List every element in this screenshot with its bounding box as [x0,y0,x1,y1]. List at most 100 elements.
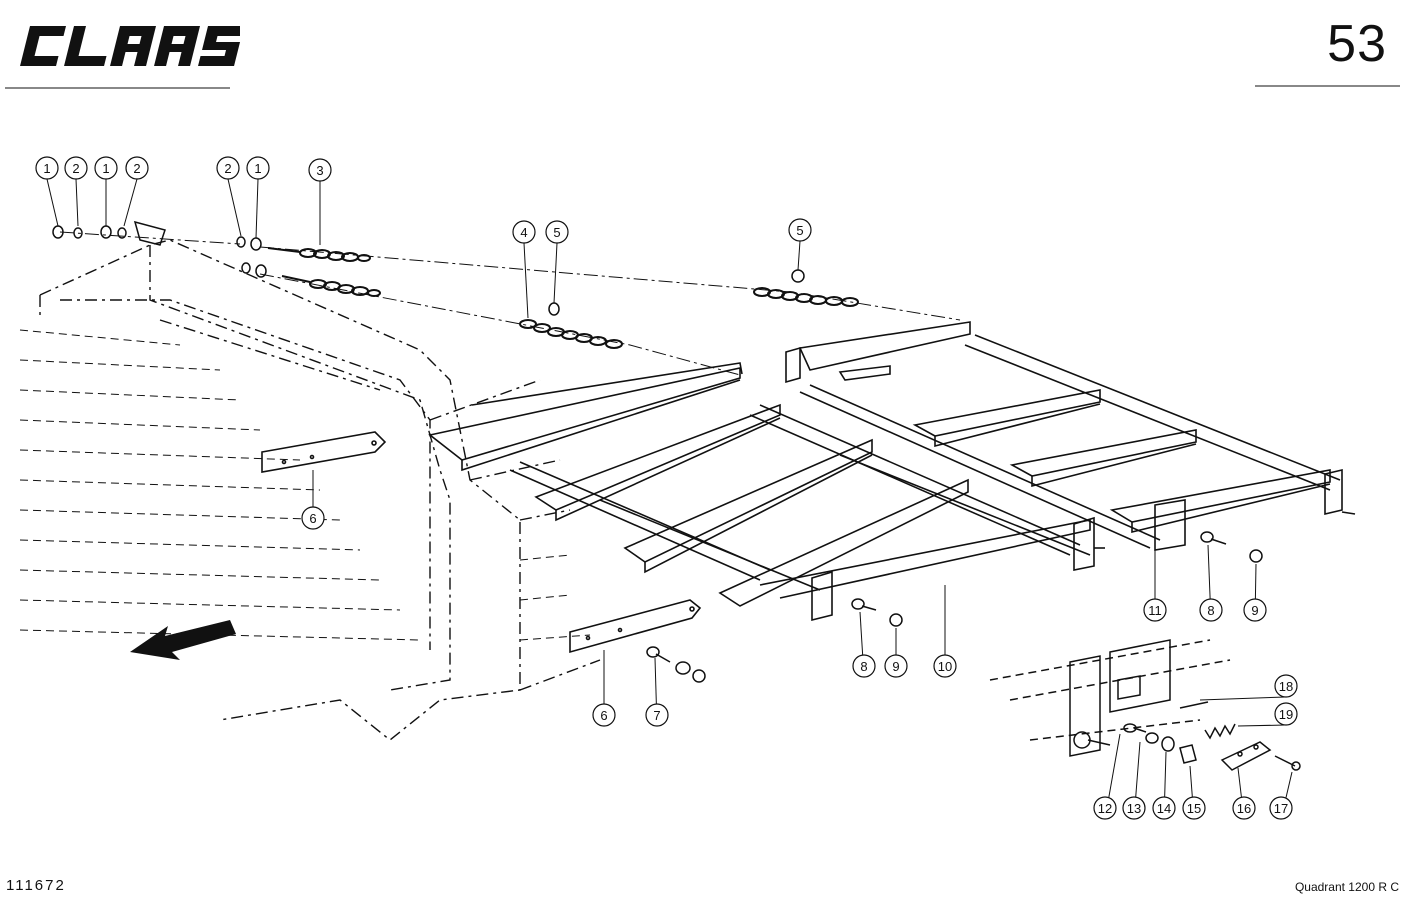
callout-circle [1152,796,1176,820]
callout-label: 1 [43,161,50,176]
callout-label: 5 [553,225,560,240]
baler-frame-outline [39,239,601,741]
callout-label: 18 [1279,679,1293,694]
callout-circle [884,654,908,678]
chain-4 [519,319,623,349]
callout-label: 16 [1237,801,1251,816]
callout-circle [308,158,332,182]
callout-label: 12 [1098,801,1112,816]
callout-circle [933,654,957,678]
callout-circle [125,156,149,180]
callout-circle [1269,796,1293,820]
callout-circle [512,220,536,244]
callout-2: 2 [64,156,88,227]
callout-label: 8 [860,659,867,674]
callout-circle [301,506,325,530]
callout-label: 11 [1148,603,1162,618]
document-id: 111672 [6,877,66,894]
callout-8: 8 [852,611,876,678]
callout-leader [46,178,59,227]
claas-logo [20,26,240,66]
cover-grid-11 [785,321,1356,551]
callout-label: 6 [600,708,607,723]
callout-label: 5 [796,223,803,238]
callout-leader [227,178,242,237]
callout-leader [123,178,138,227]
callout-circle [1182,796,1206,820]
callout-leader [75,178,79,227]
callout-label: 1 [254,161,261,176]
callout-label: 15 [1187,801,1201,816]
callout-label: 19 [1279,707,1293,722]
callout-circle [1199,598,1223,622]
callout-leader [255,178,259,239]
callout-3: 3 [308,158,332,245]
chain-5 [753,287,859,307]
callout-9: 9 [1243,563,1267,622]
page-number: 53 [1327,15,1387,73]
callout-circle [64,156,88,180]
callout-6: 6 [301,470,325,530]
callout-label: 2 [72,161,79,176]
callout-circle [645,703,669,727]
callout-10: 10 [933,585,957,678]
callout-circle [1122,796,1146,820]
callout-label: 9 [1251,603,1258,618]
callout-1: 1 [35,156,59,227]
callout-11: 11 [1143,548,1167,622]
callout-19: 19 [1237,702,1298,727]
callout-2: 2 [123,156,149,227]
top-left-hardware [52,220,805,316]
callout-label: 14 [1157,801,1171,816]
callout-label: 2 [133,161,140,176]
callout-label: 4 [520,225,527,240]
callout-label: 2 [224,161,231,176]
callout-1: 1 [246,156,270,239]
callout-circle [1093,796,1117,820]
callout-circle [1274,674,1298,698]
model-name: Quadrant 1200 R C [1294,880,1399,894]
callout-circle [1274,702,1298,726]
callout-label: 13 [1127,801,1141,816]
callout-5: 5 [545,220,569,304]
callout-8: 8 [1199,544,1223,622]
chain-lower [281,275,381,297]
callout-13: 13 [1122,741,1146,820]
callout-label: 10 [938,659,952,674]
callout-2: 2 [216,156,242,237]
callout-16: 16 [1232,767,1256,820]
callout-label: 3 [316,163,323,178]
callout-17: 17 [1269,771,1293,820]
cover-grid-10 [428,362,1105,622]
callout-leader [523,242,529,319]
callout-18: 18 [1199,674,1298,701]
bracket-6-upper [261,431,387,473]
chain-3 [267,247,371,262]
callout-label: 6 [309,511,316,526]
callout-leader [797,240,801,271]
chain-lines [59,231,961,376]
callout-circle [1243,598,1267,622]
callout-15: 15 [1182,765,1206,820]
callout-leader [553,242,558,304]
callout-9: 9 [884,628,908,678]
callout-label: 17 [1274,801,1288,816]
fasteners [646,531,1263,683]
callout-14: 14 [1152,751,1176,820]
callout-12: 12 [1093,733,1121,820]
callout-6: 6 [592,650,616,727]
callout-label: 7 [653,708,660,723]
callout-circle [852,654,876,678]
baler-frame-ribs [19,329,591,641]
callout-circle [216,156,240,180]
latch-detail [989,639,1301,771]
callout-circle [1232,796,1256,820]
travel-direction-arrow [130,620,236,660]
callout-leader [1237,724,1287,727]
callout-7: 7 [645,657,669,727]
callout-4: 4 [512,220,536,319]
callout-circle [1143,598,1167,622]
